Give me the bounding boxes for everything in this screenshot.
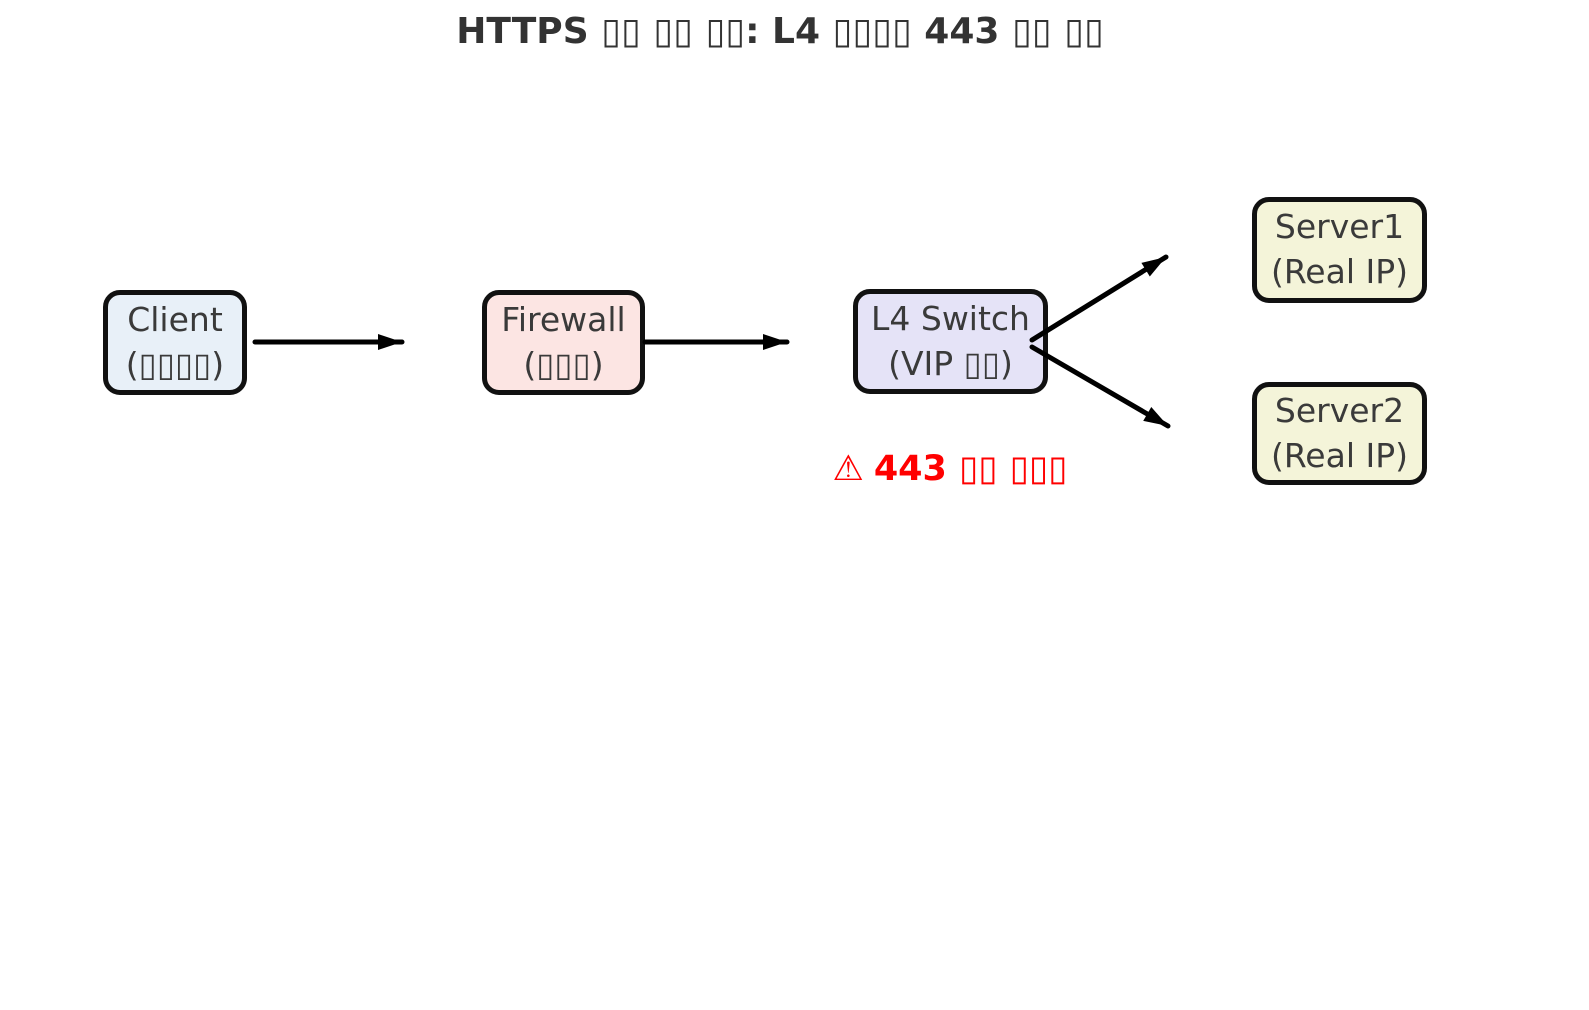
edge-l4switch-server1 [1029, 254, 1169, 343]
node-client-subtitle: (▯▯▯▯) [125, 344, 225, 384]
node-server1: Server1 (Real IP) [1252, 197, 1427, 303]
node-server2: Server2 (Real IP) [1252, 382, 1427, 485]
warning-icon: ⚠ [832, 449, 864, 489]
node-server1-name: Server1 [1274, 207, 1405, 247]
node-client: Client (▯▯▯▯) [103, 290, 247, 395]
warning-text: 443 ▯▯ ▯▯▯ [873, 449, 1068, 489]
node-server1-subtitle: (Real IP) [1270, 252, 1408, 291]
node-l4switch: L4 Switch (VIP ▯▯) [853, 289, 1048, 394]
edge-l4switch-server2 [1029, 344, 1171, 429]
node-l4switch-subtitle: (VIP ▯▯) [888, 343, 1013, 383]
diagram-title: HTTPS ▯▯ ▯▯ ▯▯: L4 ▯▯▯▯ 443 ▯▯ ▯▯ [456, 11, 1104, 52]
node-firewall-subtitle: (▯▯▯) [523, 344, 604, 384]
node-server2-subtitle: (Real IP) [1270, 435, 1408, 475]
node-firewall-name: Firewall [501, 299, 626, 339]
node-client-name: Client [127, 299, 223, 339]
node-l4switch-name: L4 Switch [871, 298, 1030, 338]
warning-label: ⚠443 ▯▯ ▯▯▯ [832, 452, 1067, 487]
node-firewall: Firewall (▯▯▯) [482, 290, 645, 395]
node-server2-name: Server2 [1274, 390, 1405, 430]
